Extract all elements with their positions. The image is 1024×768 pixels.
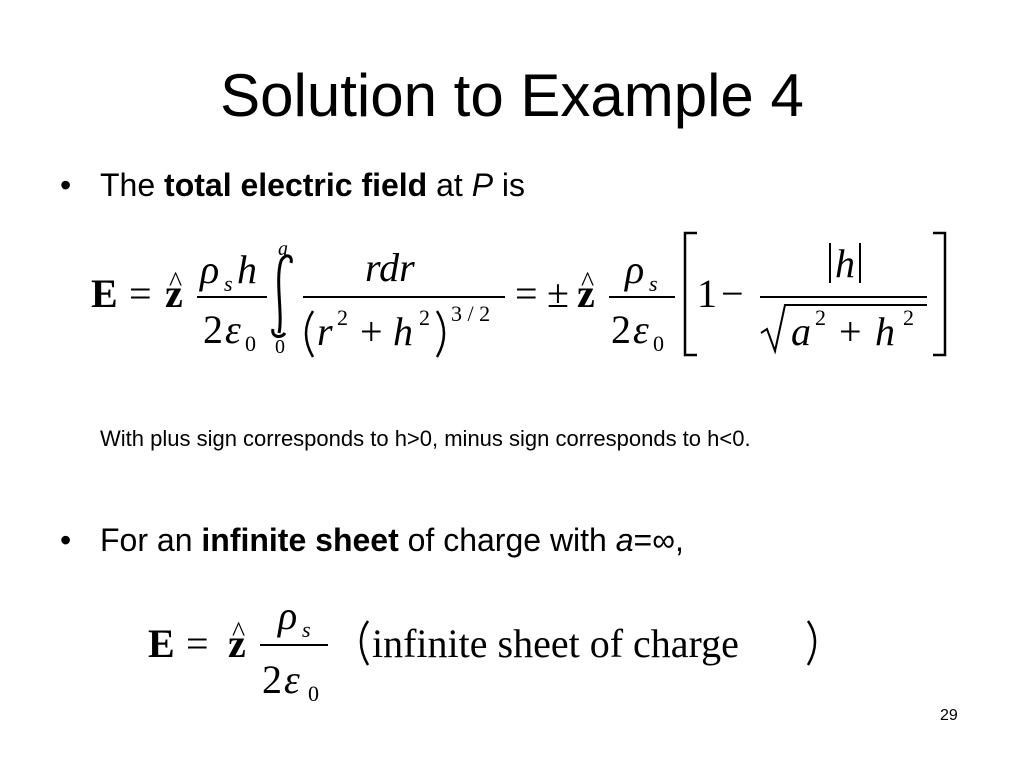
bullet-text-pre: For an (100, 522, 193, 558)
svg-text:ρ: ρ (198, 247, 219, 292)
equation-total-field: E = z ^ ρ s h 2 ε 0 a 0 rdr r 2 + h 2 3 … (91, 231, 947, 358)
svg-text:+: + (360, 309, 383, 354)
svg-text:3 / 2: 3 / 2 (451, 301, 490, 326)
svg-text:2: 2 (611, 307, 631, 352)
bullet-text-pre: The (100, 167, 156, 203)
bullet-marker: • (60, 522, 72, 558)
svg-text:s: s (649, 271, 658, 296)
bullet-text-post: is (501, 167, 526, 203)
svg-text:z: z (228, 621, 246, 666)
svg-text:2: 2 (262, 657, 282, 702)
svg-text:^: ^ (169, 267, 182, 298)
svg-text:rdr: rdr (365, 245, 415, 290)
svg-text:h: h (875, 309, 895, 354)
svg-text:±: ± (547, 271, 569, 316)
svg-text:a: a (278, 238, 288, 260)
svg-text:r: r (317, 309, 333, 354)
bullet-bold-term: infinite sheet (201, 522, 399, 558)
svg-text:=: = (129, 271, 152, 316)
bullet-text-mid: at (436, 167, 463, 203)
svg-text:=: = (186, 621, 209, 666)
slide-title: Solution to Example 4 (220, 62, 804, 129)
bullet-marker: • (60, 167, 72, 203)
sign-note: With plus sign corresponds to h>0, minus… (100, 426, 751, 451)
svg-text:2: 2 (903, 305, 914, 330)
svg-text:ρ: ρ (276, 593, 297, 638)
svg-text:+: + (839, 309, 862, 354)
bullet-text-mid: of charge with (407, 522, 607, 558)
equation-infinite-sheet: E = z ^ ρ s 2 ε 0 infinite sheet of char… (148, 593, 817, 706)
bullet-infinite-sheet: • For an infinite sheet of charge with a=… (60, 520, 684, 560)
svg-text:2: 2 (337, 305, 348, 330)
svg-text:^: ^ (232, 617, 245, 648)
bullet-italic-var: a (615, 522, 634, 558)
svg-text:2: 2 (815, 305, 826, 330)
equation-paren-text: infinite sheet of charge (372, 621, 739, 666)
svg-text:ε: ε (225, 307, 241, 352)
svg-text:h: h (393, 309, 413, 354)
page-number: 29 (940, 707, 958, 724)
bullet-italic-var: P (471, 167, 494, 203)
svg-text:−: − (721, 271, 744, 316)
svg-text:E: E (91, 271, 118, 316)
svg-text:^: ^ (581, 267, 594, 298)
svg-text:s: s (224, 271, 233, 296)
bullet-text-post: =∞, (633, 522, 684, 558)
svg-text:h: h (835, 241, 855, 286)
svg-text:s: s (302, 617, 311, 642)
svg-text:z: z (165, 271, 183, 316)
svg-text:ε: ε (284, 657, 300, 702)
svg-text:0: 0 (653, 331, 664, 356)
svg-text:E: E (148, 621, 175, 666)
svg-text:2: 2 (419, 305, 430, 330)
bullet-total-field: • The total electric field at P is (60, 165, 525, 205)
svg-text:ε: ε (633, 307, 649, 352)
svg-text:=: = (515, 271, 538, 316)
svg-text:0: 0 (275, 336, 285, 358)
svg-text:0: 0 (245, 331, 256, 356)
svg-text:a: a (791, 309, 811, 354)
bullet-bold-term: total electric field (164, 167, 428, 203)
svg-text:0: 0 (308, 681, 319, 706)
svg-text:ρ: ρ (623, 247, 644, 292)
svg-text:z: z (577, 271, 595, 316)
svg-text:h: h (237, 247, 257, 292)
svg-text:1: 1 (697, 271, 717, 316)
svg-text:2: 2 (203, 307, 223, 352)
